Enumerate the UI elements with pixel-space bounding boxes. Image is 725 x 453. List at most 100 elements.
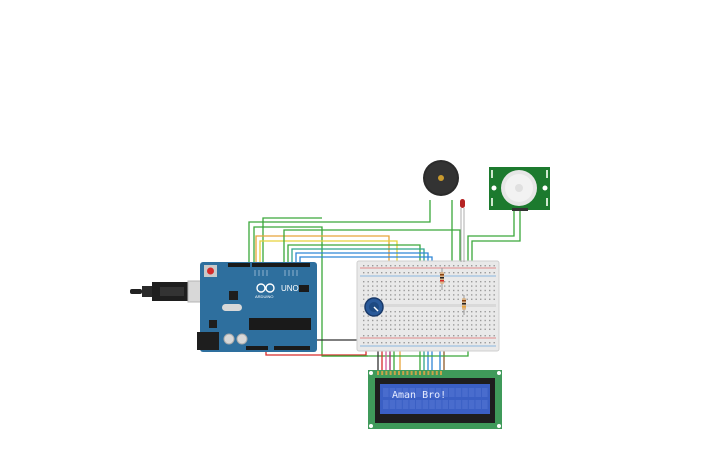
breadboard-hole[interactable] [399, 324, 401, 326]
breadboard-hole[interactable] [426, 265, 428, 267]
breadboard-hole[interactable] [457, 298, 459, 300]
breadboard-hole[interactable] [417, 328, 419, 330]
breadboard-hole[interactable] [426, 328, 428, 330]
breadboard-hole[interactable] [372, 272, 374, 274]
breadboard-hole[interactable] [444, 285, 446, 287]
breadboard-hole[interactable] [394, 328, 396, 330]
breadboard-hole[interactable] [367, 315, 369, 317]
breadboard-hole[interactable] [412, 281, 414, 283]
breadboard-hole[interactable] [381, 265, 383, 267]
breadboard-hole[interactable] [408, 315, 410, 317]
breadboard-hole[interactable] [403, 272, 405, 274]
breadboard-hole[interactable] [363, 342, 365, 344]
breadboard-hole[interactable] [457, 319, 459, 322]
breadboard-hole[interactable] [435, 265, 437, 267]
breadboard-hole[interactable] [376, 272, 378, 274]
breadboard-hole[interactable] [466, 265, 468, 267]
breadboard-hole[interactable] [372, 328, 374, 330]
breadboard-hole[interactable] [462, 289, 464, 292]
breadboard-hole[interactable] [376, 285, 378, 287]
breadboard-hole[interactable] [399, 342, 401, 344]
breadboard-hole[interactable] [457, 289, 459, 292]
lcd-pin[interactable] [423, 371, 426, 375]
breadboard-hole[interactable] [390, 294, 392, 296]
breadboard-hole[interactable] [430, 328, 432, 330]
wire-led[interactable] [283, 229, 461, 262]
breadboard-hole[interactable] [394, 311, 396, 313]
breadboard-hole[interactable] [421, 335, 423, 337]
breadboard-hole[interactable] [430, 342, 432, 344]
breadboard-hole[interactable] [489, 311, 491, 313]
breadboard-hole[interactable] [439, 311, 441, 313]
breadboard-hole[interactable] [466, 285, 468, 287]
breadboard-hole[interactable] [385, 324, 387, 326]
breadboard-hole[interactable] [426, 315, 428, 317]
resistor-2[interactable] [462, 295, 466, 315]
breadboard-hole[interactable] [493, 311, 495, 313]
breadboard-hole[interactable] [480, 265, 482, 267]
breadboard-hole[interactable] [493, 285, 495, 287]
breadboard-hole[interactable] [493, 289, 495, 292]
breadboard-hole[interactable] [439, 324, 441, 326]
breadboard-hole[interactable] [403, 319, 405, 322]
breadboard-hole[interactable] [417, 342, 419, 344]
breadboard-hole[interactable] [444, 335, 446, 337]
breadboard-hole[interactable] [484, 315, 486, 317]
breadboard-hole[interactable] [381, 285, 383, 287]
breadboard-hole[interactable] [435, 281, 437, 283]
wire-pir-out[interactable] [467, 210, 515, 262]
breadboard-hole[interactable] [457, 342, 459, 344]
breadboard-hole[interactable] [363, 289, 365, 292]
breadboard-hole[interactable] [484, 281, 486, 283]
breadboard-hole[interactable] [457, 324, 459, 326]
breadboard-hole[interactable] [466, 315, 468, 317]
breadboard-hole[interactable] [489, 272, 491, 274]
breadboard-hole[interactable] [444, 272, 446, 274]
breadboard-hole[interactable] [489, 342, 491, 344]
breadboard-hole[interactable] [435, 311, 437, 313]
lcd-pins[interactable] [377, 371, 442, 375]
breadboard-hole[interactable] [403, 281, 405, 283]
breadboard-hole[interactable] [489, 315, 491, 317]
breadboard-hole[interactable] [444, 298, 446, 300]
breadboard-hole[interactable] [381, 281, 383, 283]
breadboard-hole[interactable] [363, 265, 365, 267]
breadboard-hole[interactable] [471, 328, 473, 330]
breadboard-hole[interactable] [466, 324, 468, 326]
breadboard-hole[interactable] [435, 324, 437, 326]
breadboard-hole[interactable] [367, 289, 369, 292]
lcd-pin[interactable] [414, 371, 417, 375]
lcd-pin[interactable] [410, 371, 413, 375]
breadboard-hole[interactable] [403, 294, 405, 296]
breadboard-hole[interactable] [444, 289, 446, 292]
breadboard-hole[interactable] [475, 265, 477, 267]
breadboard-hole[interactable] [381, 315, 383, 317]
arduino-uno[interactable]: UNO ARDUINO [197, 262, 317, 352]
breadboard-hole[interactable] [448, 285, 450, 287]
breadboard-hole[interactable] [417, 289, 419, 292]
breadboard-hole[interactable] [367, 285, 369, 287]
breadboard-hole[interactable] [435, 294, 437, 296]
breadboard-hole[interactable] [381, 294, 383, 296]
breadboard-hole[interactable] [480, 324, 482, 326]
breadboard-hole[interactable] [403, 311, 405, 313]
breadboard-hole[interactable] [493, 328, 495, 330]
breadboard-hole[interactable] [453, 342, 455, 344]
breadboard-hole[interactable] [412, 311, 414, 313]
breadboard-hole[interactable] [471, 281, 473, 283]
breadboard-hole[interactable] [394, 335, 396, 337]
breadboard-hole[interactable] [462, 272, 464, 274]
breadboard-hole[interactable] [390, 289, 392, 292]
breadboard-hole[interactable] [453, 281, 455, 283]
breadboard-hole[interactable] [484, 328, 486, 330]
breadboard-hole[interactable] [403, 265, 405, 267]
breadboard-hole[interactable] [448, 319, 450, 322]
breadboard-hole[interactable] [439, 335, 441, 337]
breadboard-hole[interactable] [466, 272, 468, 274]
lcd-pin[interactable] [406, 371, 409, 375]
breadboard-hole[interactable] [484, 294, 486, 296]
breadboard-hole[interactable] [475, 272, 477, 274]
breadboard-hole[interactable] [444, 319, 446, 322]
breadboard-hole[interactable] [489, 335, 491, 337]
breadboard-hole[interactable] [462, 294, 464, 296]
